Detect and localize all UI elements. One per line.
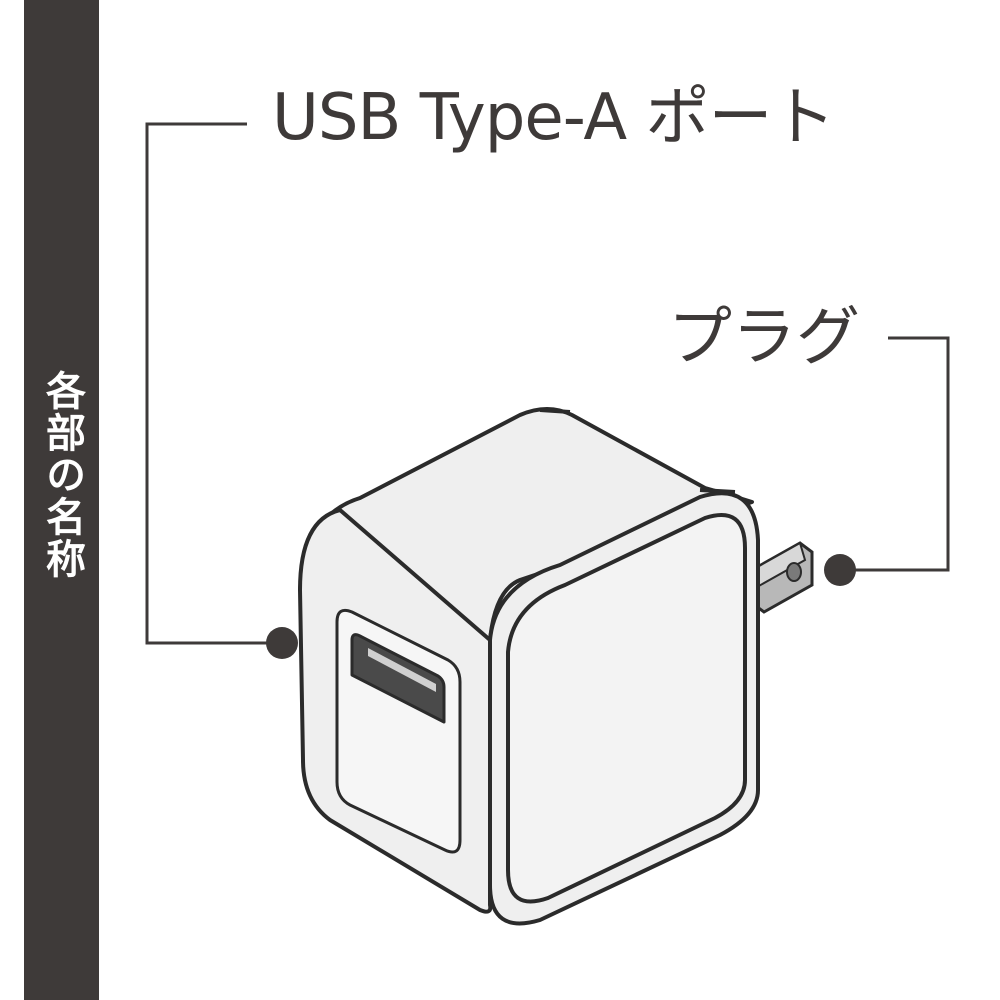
sidebar-band: 各部の名称 <box>24 0 99 1000</box>
plug-prongs <box>750 541 814 614</box>
plug-leader-line <box>840 336 950 572</box>
usb-port-leader-dot <box>266 627 298 659</box>
usb-port-label: USB Type-A ポート <box>272 81 836 155</box>
charger-body <box>298 407 760 926</box>
plug-leader-dot <box>824 554 856 586</box>
usb-port-leader-line <box>145 122 282 645</box>
section-title: 各部の名称 <box>39 370 85 580</box>
plug-label: プラグ <box>668 301 860 375</box>
